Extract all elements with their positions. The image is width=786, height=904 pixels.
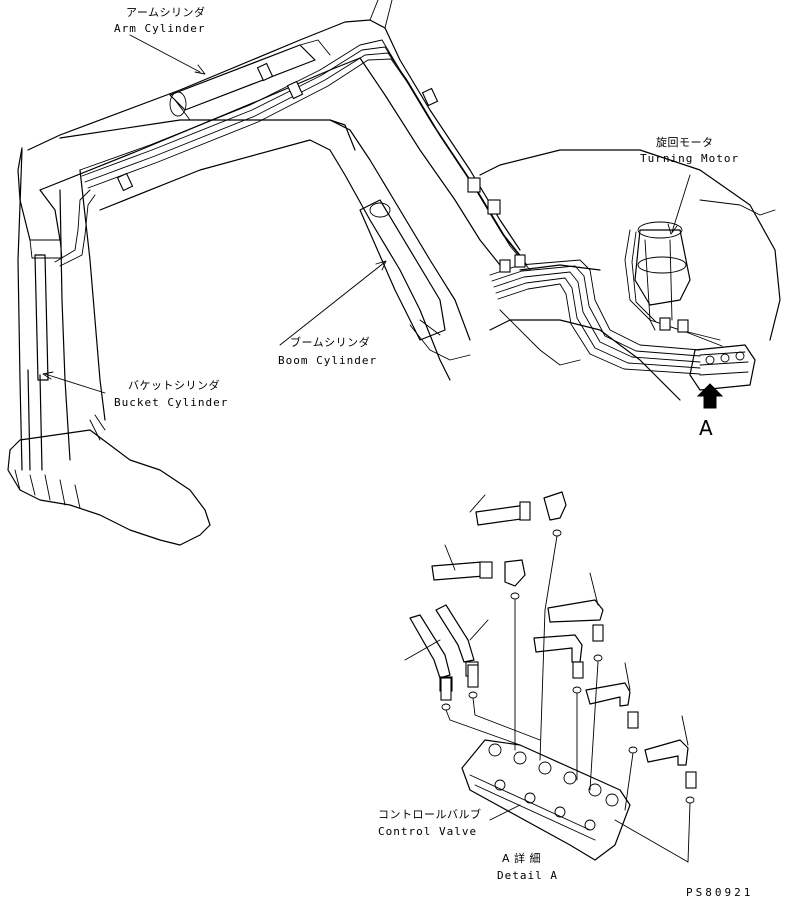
bucket-cylinder-label-jp: バケットシリンダ [128,379,220,392]
stick-bucket-structure [7,149,211,546]
detail-a-label-jp: A 詳 細 [502,852,542,865]
bucket-cylinder-label-en: Bucket Cylinder [114,396,229,409]
boom-cylinder-label-en: Boom Cylinder [278,354,378,367]
arm-cylinder-label-jp: アームシリンダ [126,6,206,19]
arm-pipes [54,39,531,271]
revolving-frame [479,149,781,401]
turning-motor-label-jp: 旋回モータ [656,136,714,149]
leader-lines [42,34,691,394]
arm-cylinder-label-en: Arm Cylinder [114,22,206,35]
control-valve-overview [689,344,756,391]
boom-structure [59,119,471,381]
drawing-code: PS80921 [686,886,754,899]
view-marker-a: A [699,416,713,440]
control-valve-label-jp: コントロールバルブ [378,808,482,821]
arm-structure [17,0,521,266]
turning-motor-label-en: Turning Motor [640,152,740,165]
control-valve-label-en: Control Valve [378,825,478,838]
boom-cylinder-label-jp: ブームシリンダ [290,336,371,349]
detail-a-label-en: Detail A [497,869,558,882]
detail-a-assembly [404,491,697,863]
main-pipe-bundle [489,229,723,375]
control-valve-leader [489,804,521,821]
view-arrow-a-icon [696,383,724,409]
